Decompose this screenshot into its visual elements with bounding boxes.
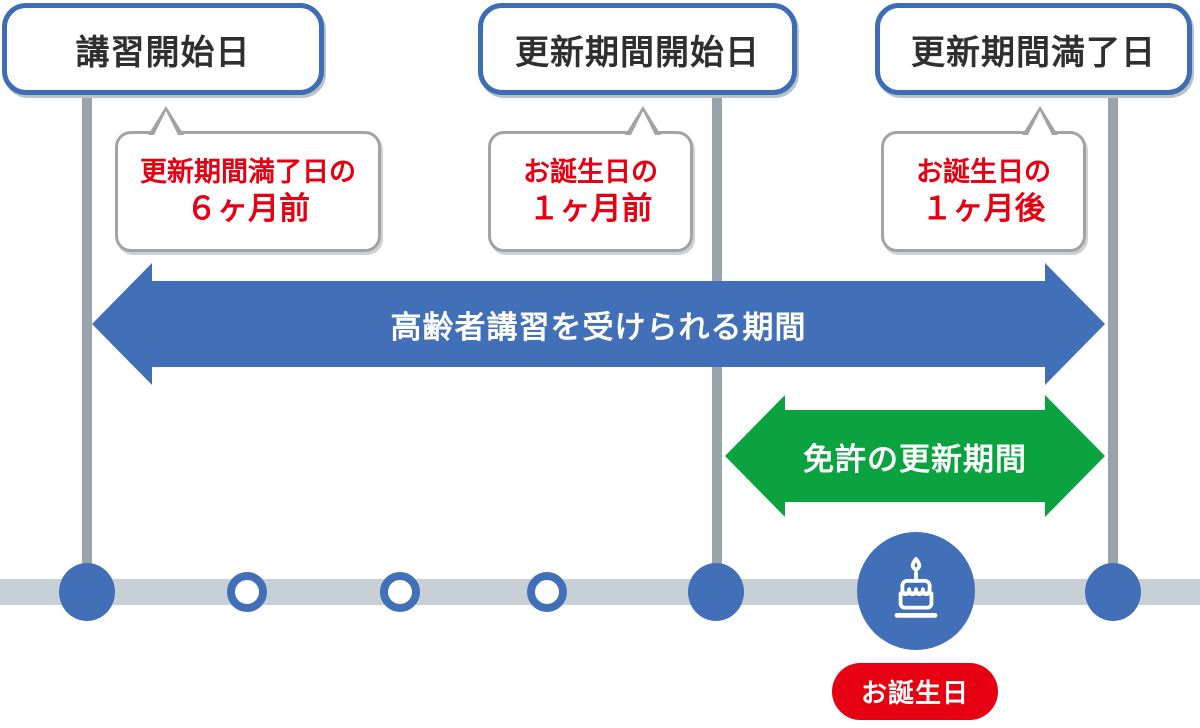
milestone-title-renewal-end: 更新期間満了日 — [875, 3, 1192, 95]
course-period-label: 高齢者講習を受けられる期間 — [390, 309, 807, 345]
milestone-title-text: 更新期間開始日 — [515, 33, 760, 72]
milestone-title-lecture-start: 講習開始日 — [2, 3, 324, 95]
callout-tail — [625, 106, 661, 139]
milestone-line-renewal-end — [1108, 88, 1118, 592]
birthday-marker — [857, 532, 975, 650]
timeline-track — [0, 579, 1200, 605]
callout-note-line2: １ヶ月前 — [528, 190, 653, 226]
callout-tail — [1022, 106, 1058, 139]
callout-note-line1: お誕生日の — [523, 156, 658, 187]
timeline-dot-filled — [59, 563, 115, 621]
callout-renewal-end: お誕生日の １ヶ月後 — [881, 106, 1086, 252]
callout-lecture-start: 更新期間満了日の ６ヶ月前 — [115, 106, 381, 252]
timeline-dot-open — [380, 572, 420, 612]
renewal-period-label: 免許の更新期間 — [803, 441, 1027, 477]
callout-tail — [148, 106, 184, 139]
timeline-dot-open — [227, 572, 267, 612]
birthday-cake-icon — [894, 557, 938, 618]
timeline-dot-filled — [688, 563, 744, 621]
milestone-title-text: 講習開始日 — [75, 33, 251, 72]
timeline-dot-open — [527, 572, 567, 612]
milestone-title-renewal-start: 更新期間開始日 — [478, 3, 797, 95]
timeline-dot-filled — [1085, 563, 1141, 621]
birthday-badge: お誕生日 — [832, 663, 998, 720]
milestone-line-lecture-start — [82, 88, 92, 592]
renewal-period-arrow — [725, 395, 1105, 517]
course-period-arrow-shape — [92, 263, 1105, 385]
callout-note-line2: ６ヶ月前 — [186, 190, 310, 226]
callout-renewal-start: お誕生日の １ヶ月前 — [488, 106, 693, 252]
birthday-badge-label: お誕生日 — [860, 678, 969, 708]
callout-note-line1: お誕生日の — [916, 156, 1051, 187]
renewal-period-arrow-shape — [725, 395, 1105, 517]
course-period-arrow — [92, 263, 1105, 385]
callout-note-line1: 更新期間満了日の — [140, 156, 356, 187]
milestone-title-text: 更新期間満了日 — [911, 33, 1156, 72]
callout-note-line2: １ヶ月後 — [921, 190, 1046, 226]
